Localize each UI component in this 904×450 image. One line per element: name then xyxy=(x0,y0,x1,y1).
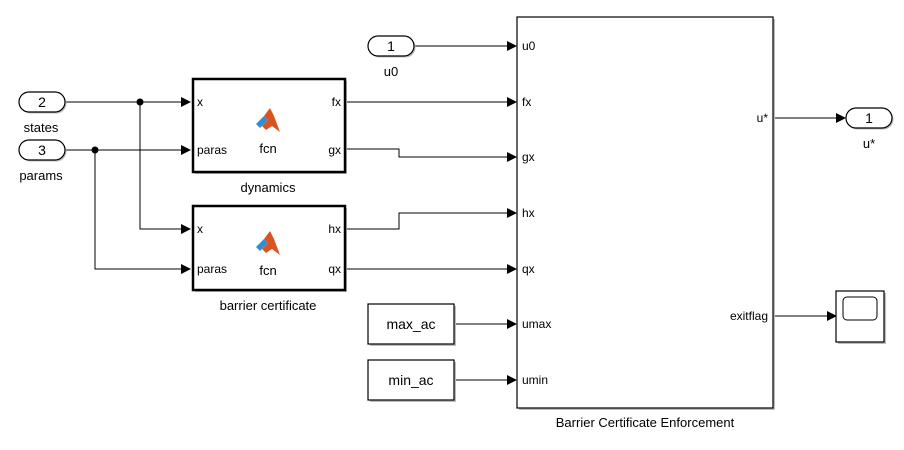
inport-u0[interactable]: 1 u0 xyxy=(367,35,416,79)
constant-value: max_ac xyxy=(386,316,435,332)
outport-number: 1 xyxy=(865,110,873,126)
inport-label: params xyxy=(19,168,63,183)
matlab-logo-icon xyxy=(256,231,280,255)
barrier-certificate-enforcement-block[interactable]: u0 fx gx hx qx umax umin u* exitflag Bar… xyxy=(516,16,775,430)
matlab-logo-icon xyxy=(256,108,280,132)
inport-number: 2 xyxy=(38,94,46,110)
inport-params[interactable]: 3 params xyxy=(18,139,67,183)
inport-label: u0 xyxy=(384,64,398,79)
signal-lines xyxy=(65,41,846,385)
output-port-label: hx xyxy=(328,222,341,236)
input-port-label: gx xyxy=(522,150,535,164)
input-port-label: umin xyxy=(522,373,548,387)
constant-value: min_ac xyxy=(388,372,433,388)
input-port-label: fx xyxy=(522,95,531,109)
function-name: fcn xyxy=(259,141,276,156)
wire-hx[interactable] xyxy=(345,208,517,230)
function-name: fcn xyxy=(259,263,276,278)
input-port-label: x xyxy=(197,222,203,236)
output-port-label: gx xyxy=(328,143,341,157)
input-port-label: umax xyxy=(522,317,551,331)
block-name: barrier certificate xyxy=(220,298,317,313)
constant-min-ac[interactable]: min_ac xyxy=(367,359,456,402)
output-port-label: qx xyxy=(328,262,341,276)
input-port-label: qx xyxy=(522,262,535,276)
wire-gx[interactable] xyxy=(345,148,517,162)
input-port-label: paras xyxy=(197,143,227,157)
outport-ustar[interactable]: 1 u* xyxy=(845,107,894,151)
outport-label: u* xyxy=(863,136,875,151)
block-name: Barrier Certificate Enforcement xyxy=(556,415,735,430)
wire-params-barrier-paras[interactable] xyxy=(94,150,191,274)
inport-states[interactable]: 2 states xyxy=(18,91,67,135)
wire-states-barrier-x[interactable] xyxy=(139,102,191,234)
input-port-label: paras xyxy=(197,262,227,276)
scope-block[interactable] xyxy=(835,290,886,344)
output-port-label: u* xyxy=(757,111,769,125)
output-port-label: exitflag xyxy=(730,309,768,323)
block-name: dynamics xyxy=(241,180,296,195)
barrier-certificate-block[interactable]: x paras hx qx fcn barrier certificate xyxy=(191,204,347,313)
inport-number: 1 xyxy=(387,38,395,54)
branch-point xyxy=(136,98,144,106)
branch-point xyxy=(91,146,99,154)
scope-icon xyxy=(842,296,878,321)
input-port-label: x xyxy=(197,95,203,109)
inport-number: 3 xyxy=(38,142,46,158)
inport-label: states xyxy=(24,120,59,135)
dynamics-block[interactable]: x paras fx gx fcn dynamics xyxy=(191,77,347,195)
output-port-label: fx xyxy=(332,95,341,109)
input-port-label: hx xyxy=(522,206,535,220)
constant-max-ac[interactable]: max_ac xyxy=(367,303,456,346)
input-port-label: u0 xyxy=(522,39,536,53)
